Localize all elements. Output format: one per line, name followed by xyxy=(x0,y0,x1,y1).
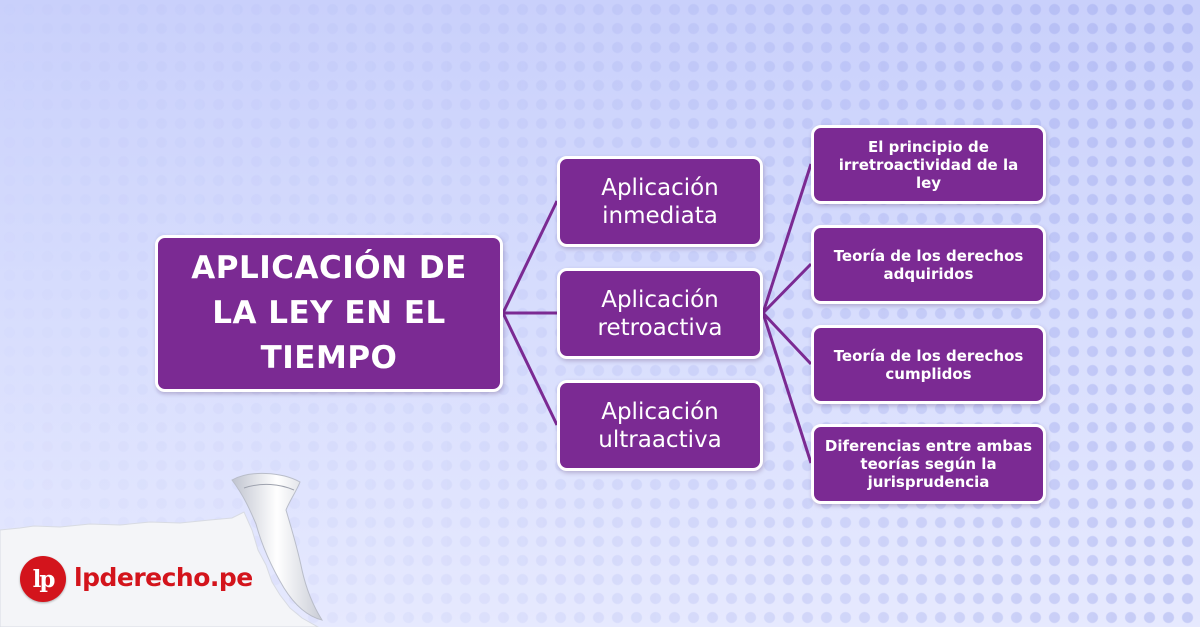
connector-root-branch-3 xyxy=(501,312,559,426)
branch-label: Aplicación retroactiva xyxy=(597,286,723,341)
leaf-node-derechos-adquiridos: Teoría de los derechos adquiridos xyxy=(811,225,1046,304)
branch-label: Aplicación ultraactiva xyxy=(598,398,722,453)
leaf-node-irretroactividad: El principio de irretroactividad de la l… xyxy=(811,125,1046,204)
branch-node-inmediata: Aplicación inmediata xyxy=(557,156,763,247)
root-label: APLICACIÓN DE LA LEY EN EL TIEMPO xyxy=(191,250,467,376)
leaf-node-derechos-cumplidos: Teoría de los derechos cumplidos xyxy=(811,325,1046,404)
leaf-label: El principio de irretroactividad de la l… xyxy=(838,137,1019,192)
lp-circle-logo-icon: lp xyxy=(20,556,66,602)
branch-node-retroactiva: Aplicación retroactiva xyxy=(557,268,763,359)
connector-retro-leaf-3 xyxy=(761,311,813,366)
leaf-label: Teoría de los derechos cumplidos xyxy=(833,346,1024,383)
leaf-label: Teoría de los derechos adquiridos xyxy=(833,246,1024,283)
leaf-label: Diferencias entre ambas teorías según la… xyxy=(824,437,1033,491)
site-name[interactable]: lpderecho.pe xyxy=(74,563,253,592)
leaf-node-diferencias: Diferencias entre ambas teorías según la… xyxy=(811,424,1046,504)
torn-paper-shape xyxy=(0,472,324,627)
branch-label: Aplicación inmediata xyxy=(601,174,719,229)
connector-retro-leaf-2 xyxy=(761,262,813,315)
connector-root-branch-1 xyxy=(501,200,559,314)
connector-retro-leaf-4 xyxy=(761,312,813,464)
root-node: APLICACIÓN DE LA LEY EN EL TIEMPO xyxy=(155,235,503,392)
brand-corner: lp lpderecho.pe xyxy=(0,470,330,627)
branch-node-ultraactiva: Aplicación ultraactiva xyxy=(557,380,763,471)
connector-retro-leaf-1 xyxy=(761,163,813,314)
